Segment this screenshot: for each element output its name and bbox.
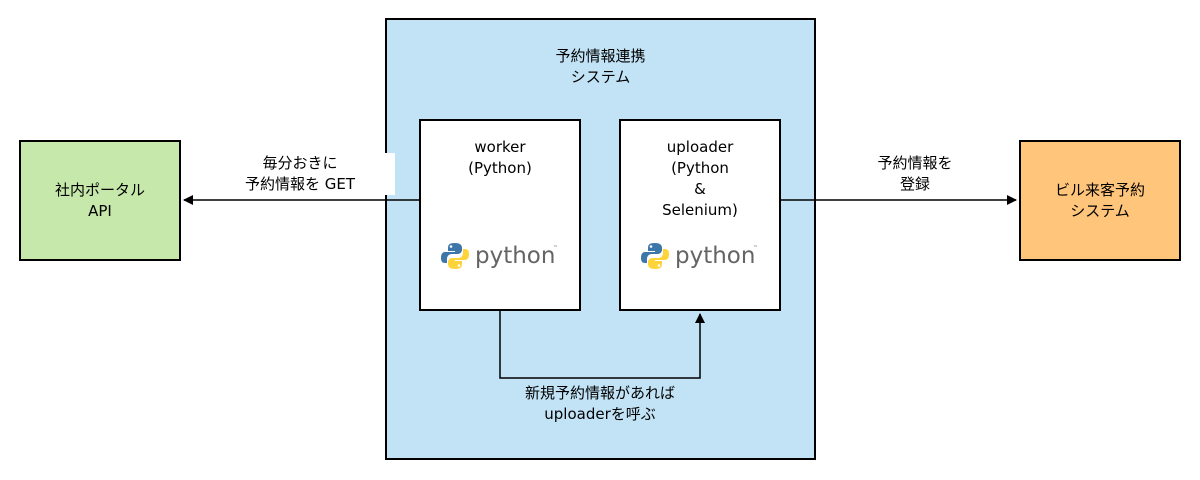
uploader-line1: uploader: [666, 138, 734, 156]
worker-label: worker (Python): [421, 137, 579, 179]
system-title: 予約情報連携 システム: [387, 46, 814, 88]
python-logo-text: python: [675, 243, 755, 269]
system-title-line1: 予約情報連携: [555, 47, 646, 65]
uploader-line3: &: [694, 180, 706, 198]
svg-text:™: ™: [553, 245, 558, 251]
bill-reservation-node[interactable]: ビル来客予約 システム: [1019, 140, 1181, 261]
bill-line1: ビル来客予約: [1054, 180, 1145, 199]
fetch-line1: 毎分おきに: [262, 154, 338, 172]
bill-line2: システム: [1070, 201, 1130, 220]
uploader-line2: (Python: [671, 159, 729, 177]
register-line2: 登録: [899, 175, 930, 193]
worker-node[interactable]: worker (Python) python ™: [419, 119, 581, 311]
svg-text:™: ™: [753, 245, 758, 251]
bill-reservation-label: ビル来客予約 システム: [1021, 142, 1179, 259]
call-line1: 新規予約情報があれば: [524, 384, 675, 402]
portal-line1: 社内ポータル: [54, 180, 145, 199]
worker-line2: (Python): [468, 159, 532, 177]
worker-line1: worker: [474, 138, 526, 156]
python-logo-uploader: python ™: [641, 241, 763, 269]
portal-api-label: 社内ポータル API: [21, 142, 179, 259]
uploader-line4: Selenium): [662, 201, 738, 219]
portal-line2: API: [88, 201, 112, 220]
uploader-node[interactable]: uploader (Python & Selenium) python ™: [619, 119, 781, 311]
uploader-label: uploader (Python & Selenium): [621, 137, 779, 221]
python-logo-worker: python ™: [441, 241, 563, 269]
python-logo-text: python: [475, 243, 555, 269]
register-line1: 予約情報を: [877, 154, 953, 172]
portal-api-node[interactable]: 社内ポータル API: [19, 140, 181, 261]
edge-fetch-label: 毎分おきに 予約情報を GET: [205, 153, 395, 195]
python-snake-icon: [641, 243, 669, 269]
edge-register-label: 予約情報を 登録: [855, 153, 975, 195]
python-snake-icon: [441, 243, 469, 269]
system-title-line2: システム: [570, 68, 631, 86]
edge-call: [499, 311, 705, 379]
call-line2: uploaderを呼ぶ: [544, 405, 656, 423]
edge-call-label: 新規予約情報があれば uploaderを呼ぶ: [495, 383, 705, 425]
fetch-line2: 予約情報を GET: [244, 175, 356, 193]
